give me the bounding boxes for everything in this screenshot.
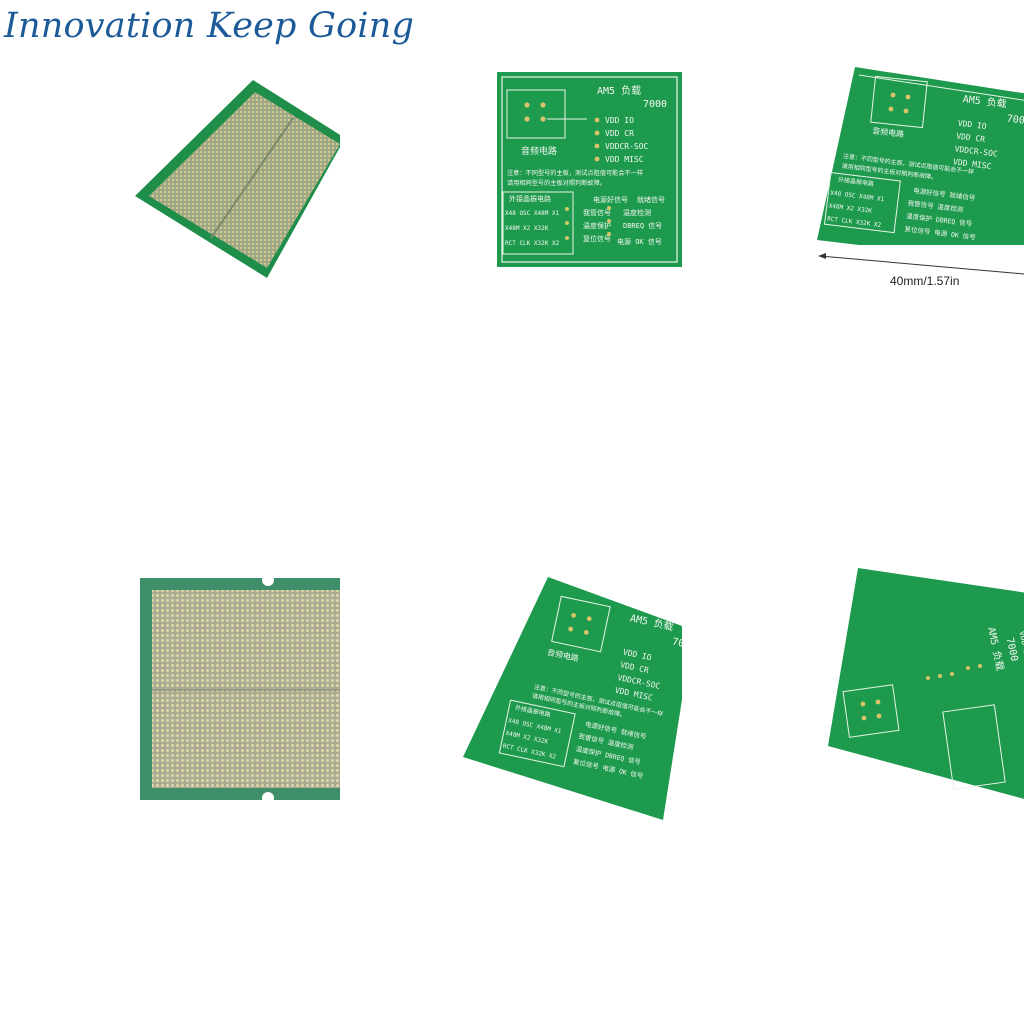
crystal-row-2: X48M X2 X32K (505, 225, 549, 232)
crystal-row-3: RCT CLK X32K X2 (505, 240, 560, 247)
audio-circuit-label: 音频电路 (521, 145, 557, 157)
signal-temp-detect: 温度检测 (623, 208, 651, 217)
dimension-arrow (818, 253, 1024, 275)
rail-vdd-io: VDD IO (605, 116, 634, 125)
signal-dbreq: DBREQ 信号 (623, 221, 662, 230)
product-photo-front-tilted: AM5 负载 7000 音频电路 VDD IO VDD CR VDDCR-SOC… (463, 575, 682, 820)
product-photo-front-rotated: AM5 负载 7000 VDD IO VDD CR VDDCR-SOC VDD … (828, 568, 1024, 800)
product-photo-pin-side-flat (140, 578, 340, 800)
board-model: 7000 (643, 99, 667, 110)
board-title: AM5 负载 (597, 84, 641, 97)
rail-vddcr-soc: VDDCR-SOC (605, 142, 649, 151)
rail-vdd-cr: VDD CR (605, 129, 634, 138)
signal-pipe: 我管信号 (583, 208, 611, 217)
signal-power-ok: 电源 OK 信号 (617, 237, 662, 246)
signal-ready: 就绪信号 (637, 195, 665, 204)
svg-text:7000: 7000 (1006, 114, 1024, 128)
crystal-row-1: X48 OSC X48M X1 (505, 210, 560, 217)
svg-text:VDD IO: VDD IO (957, 119, 987, 131)
dimension-label: 40mm/1.57in (890, 274, 960, 288)
crystal-title: 外接晶振电路 (509, 194, 551, 203)
board-note-line1: 注意：不同型号的主板，测试点阻值可能会不一样 (507, 169, 643, 177)
svg-text:VDD IO: VDD IO (1017, 630, 1024, 660)
signal-reset: 复位信号 (583, 234, 611, 243)
svg-text:7000: 7000 (1004, 637, 1020, 663)
product-photo-front-angled: AM5 负载 7000 音频电路 VDD IO VDD CR VDDCR-SOC… (815, 65, 1024, 245)
svg-text:VDD CR: VDD CR (956, 132, 986, 144)
rail-vdd-misc: VDD MISC (605, 155, 644, 164)
board-note-line2: 请用相同型号的主板对照判断故障。 (507, 179, 606, 187)
product-photo-pin-side-angled (135, 78, 340, 278)
svg-text:7000: 7000 (671, 637, 682, 653)
brand-title: Innovation Keep Going (4, 6, 415, 46)
product-photo-front: AM5 负载 7000 音频电路 VDD IO VDD CR VDDCR-SOC… (497, 72, 682, 267)
signal-power-good: 电源好信号 (593, 195, 628, 204)
svg-text:音频电路: 音频电路 (872, 125, 905, 139)
signal-temp-protect: 温度保护 (583, 221, 611, 230)
